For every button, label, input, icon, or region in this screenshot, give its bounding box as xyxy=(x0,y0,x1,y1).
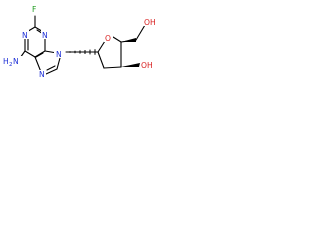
atom-labels: F N N N N H 2 N O OH OH xyxy=(3,4,158,79)
bond-c1p-c2p xyxy=(97,51,105,69)
bond-c1p-o xyxy=(97,40,106,53)
bond-n9-c8 xyxy=(56,57,61,70)
bond-c6-c5 xyxy=(24,50,36,58)
furanose-oxygen-label: O xyxy=(105,34,111,43)
ring-n1-label: N xyxy=(22,31,28,40)
hashed-bond-n9-c1p xyxy=(69,49,96,55)
hydroxyl-3-label: OH xyxy=(141,61,153,70)
ring-n7-label: N xyxy=(39,70,45,79)
amine-subscript-label: 2 xyxy=(9,62,13,68)
wedge-bond-c3p-oh xyxy=(121,63,140,67)
amine-h-label: H xyxy=(3,57,9,66)
bond-c4-c5-double xyxy=(35,52,44,58)
bond-n7-c5 xyxy=(34,56,42,73)
bond-o-c4p xyxy=(112,36,122,43)
bond-c8-n7-double xyxy=(46,65,56,71)
structure-diagram: F N N N N H 2 N O OH OH xyxy=(3,4,158,79)
bond-c8-n7 xyxy=(45,68,58,75)
fluorine-label: F xyxy=(32,5,36,14)
hydroxyl-5-label: OH xyxy=(144,18,156,27)
ring-n3-label: N xyxy=(42,31,48,40)
amine-group-label: H 2 N xyxy=(3,57,19,68)
wedge-bond-c4p-c5p xyxy=(121,38,136,42)
ring-n9-label: N xyxy=(56,50,62,59)
amine-n-label: N xyxy=(13,57,19,66)
bond-c5p-o xyxy=(135,24,146,41)
bond-c2p-c3p xyxy=(103,66,122,69)
bonds xyxy=(19,15,146,75)
